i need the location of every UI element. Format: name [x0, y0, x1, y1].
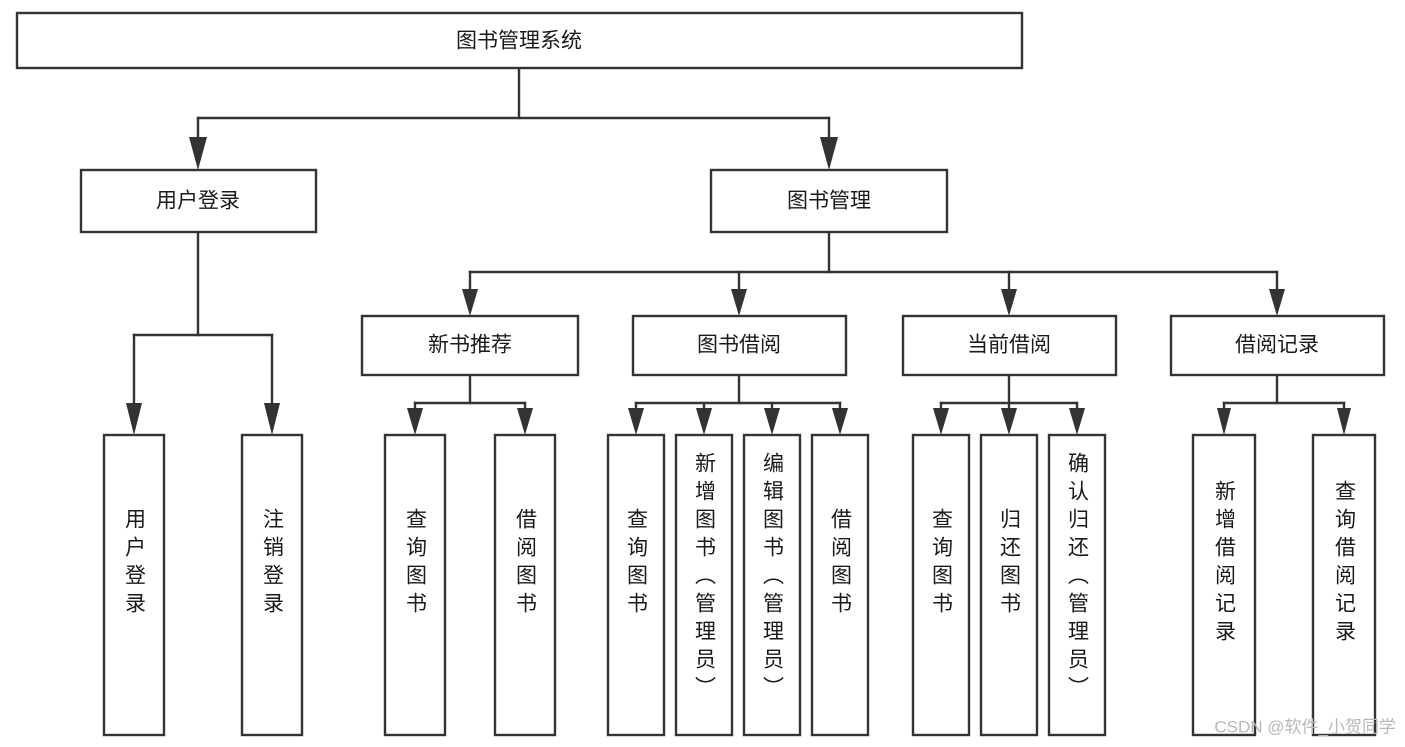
leaf-query-borrow-record-label: 查询借阅记录	[1333, 480, 1357, 648]
leaf-query-book-cb-label: 查询图书	[930, 508, 954, 620]
leaf-query-book-cb[interactable]: 查询图书	[911, 433, 971, 737]
leaf-query-book-nbr[interactable]: 查询图书	[383, 433, 447, 737]
node-book-management[interactable]: 图书管理	[709, 168, 949, 234]
node-current-borrow[interactable]: 当前借阅	[901, 314, 1118, 377]
arrow-icon-cb-leaf-1	[933, 408, 949, 435]
node-new-book-recommend-box[interactable]	[360, 314, 580, 377]
connector-layer	[126, 66, 1351, 435]
arrow-icon-cb-leaf-3	[1069, 408, 1085, 435]
leaf-return-book-label: 归还图书	[998, 508, 1022, 620]
leaf-borrow-book-nbr[interactable]: 借阅图书	[493, 433, 557, 737]
node-book-management-label: 图书管理	[787, 190, 871, 213]
leaf-confirm-return-label: 确认归还（管理员）	[1066, 452, 1090, 704]
leaf-user-login[interactable]: 用户登录	[102, 433, 166, 737]
leaf-query-book-bb-box[interactable]	[606, 433, 666, 737]
arrow-icon-leaf-logout	[264, 403, 280, 435]
leaf-add-book-box[interactable]	[674, 433, 734, 737]
arrow-icon-bb-leaf-1	[628, 408, 644, 435]
arrow-icon-leaf-user-login	[126, 403, 142, 435]
node-book-management-box[interactable]	[709, 168, 949, 234]
arrow-icon-br-leaf-1	[1217, 408, 1231, 435]
node-new-book-recommend-label: 新书推荐	[428, 334, 512, 357]
leaf-edit-book-label: 编辑图书（管理员）	[761, 452, 785, 704]
leaf-edit-book[interactable]: 编辑图书（管理员）	[742, 433, 802, 737]
leaf-add-book[interactable]: 新增图书（管理员）	[674, 433, 734, 737]
arrow-icon-borrow-record	[1269, 289, 1285, 316]
leaf-query-borrow-record-box[interactable]	[1311, 433, 1377, 737]
leaf-user-login-label: 用户登录	[123, 508, 147, 620]
leaf-query-borrow-record[interactable]: 查询借阅记录	[1311, 433, 1377, 737]
leaf-query-book-cb-box[interactable]	[911, 433, 971, 737]
arrow-icon-bb-leaf-2	[696, 408, 712, 435]
leaf-borrow-book-bb-label: 借阅图书	[829, 508, 853, 620]
arrow-icon-book-mgmt	[820, 137, 838, 170]
arrow-icon-current-borrow	[1001, 289, 1017, 316]
node-borrow-record-box[interactable]	[1169, 314, 1386, 377]
node-book-borrow[interactable]: 图书借阅	[631, 314, 848, 377]
leaf-return-book[interactable]: 归还图书	[979, 433, 1039, 737]
arrow-icon-bb-leaf-4	[832, 408, 848, 435]
arrow-icon-bb-leaf-3	[764, 408, 780, 435]
node-root-label: 图书管理系统	[456, 30, 582, 53]
node-user-login-box[interactable]	[79, 168, 318, 234]
leaf-logout-box[interactable]	[240, 433, 304, 737]
leaf-borrow-book-nbr-label: 借阅图书	[514, 508, 538, 620]
leaf-add-borrow-record-label: 新增借阅记录	[1213, 480, 1237, 648]
leaf-logout-label: 注销登录	[261, 508, 285, 620]
node-borrow-record-label: 借阅记录	[1235, 334, 1319, 357]
leaf-confirm-return[interactable]: 确认归还（管理员）	[1047, 433, 1107, 737]
arrow-icon-book-borrow	[731, 289, 747, 316]
leaf-add-book-label: 新增图书（管理员）	[693, 452, 717, 704]
leaf-query-book-nbr-label: 查询图书	[404, 508, 428, 620]
arrow-icon-user-login	[189, 137, 207, 170]
leaf-edit-book-box[interactable]	[742, 433, 802, 737]
node-user-login[interactable]: 用户登录	[79, 168, 318, 234]
node-new-book-recommend[interactable]: 新书推荐	[360, 314, 580, 377]
arrow-icon-new-book-rec	[462, 289, 478, 316]
arrow-icon-nbr-leaf-1	[407, 408, 423, 435]
node-root[interactable]: 图书管理系统	[15, 11, 1024, 70]
leaf-add-borrow-record[interactable]: 新增借阅记录	[1191, 433, 1257, 737]
leaf-add-borrow-record-box[interactable]	[1191, 433, 1257, 737]
leaf-user-login-box[interactable]	[102, 433, 166, 737]
node-current-borrow-label: 当前借阅	[967, 334, 1051, 357]
leaf-confirm-return-box[interactable]	[1047, 433, 1107, 737]
leaf-query-book-nbr-box[interactable]	[383, 433, 447, 737]
leaf-query-book-bb[interactable]: 查询图书	[606, 433, 666, 737]
leaf-logout[interactable]: 注销登录	[240, 433, 304, 737]
node-book-borrow-label: 图书借阅	[697, 334, 781, 357]
leaf-borrow-book-nbr-box[interactable]	[493, 433, 557, 737]
node-current-borrow-box[interactable]	[901, 314, 1118, 377]
arrow-icon-br-leaf-2	[1337, 408, 1351, 435]
csdn-watermark: CSDN @软件_小贺同学	[1214, 717, 1396, 736]
node-user-login-label: 用户登录	[156, 190, 240, 213]
arrow-icon-cb-leaf-2	[1001, 408, 1017, 435]
leaf-borrow-book-bb[interactable]: 借阅图书	[810, 433, 870, 737]
leaf-return-book-box[interactable]	[979, 433, 1039, 737]
node-borrow-record[interactable]: 借阅记录	[1169, 314, 1386, 377]
arrow-icon-nbr-leaf-2	[517, 408, 533, 435]
leaf-borrow-book-bb-box[interactable]	[810, 433, 870, 737]
leaf-query-book-bb-label: 查询图书	[625, 508, 649, 620]
node-root-box[interactable]	[15, 11, 1024, 70]
node-book-borrow-box[interactable]	[631, 314, 848, 377]
